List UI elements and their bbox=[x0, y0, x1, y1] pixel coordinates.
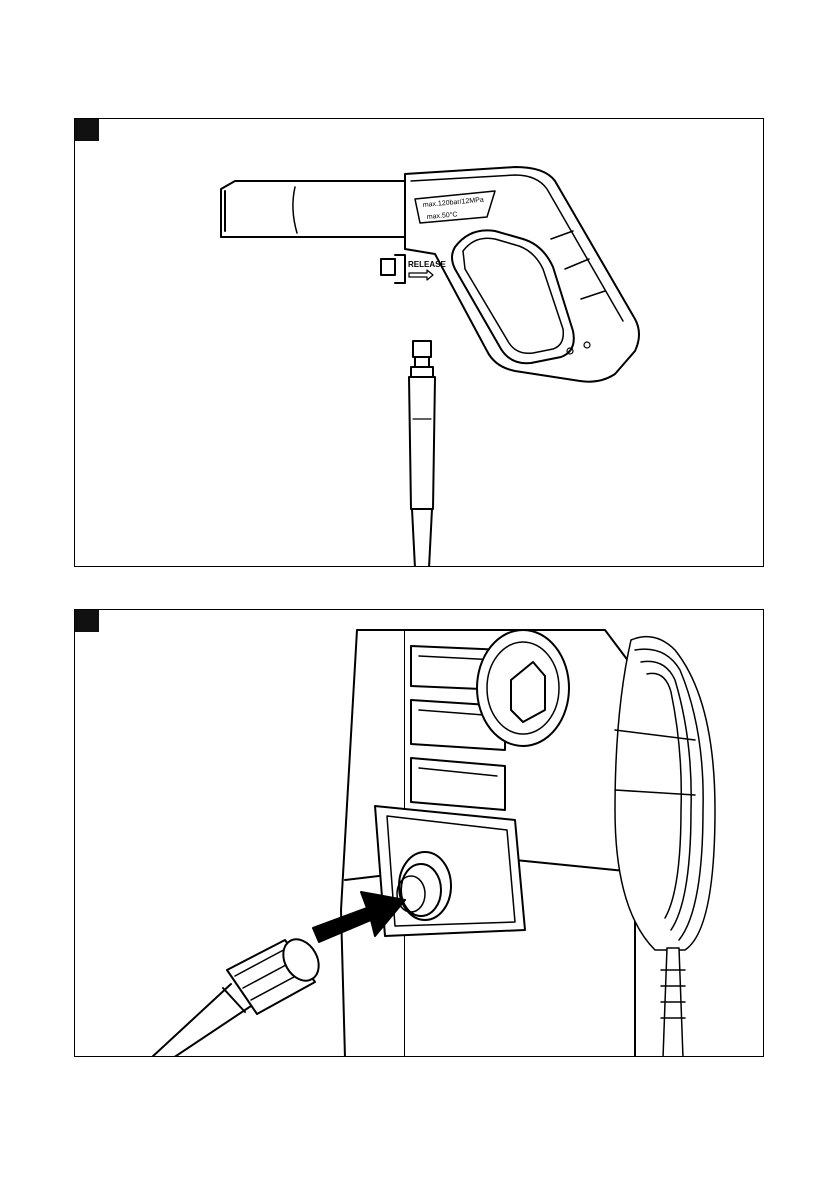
lance-tube bbox=[409, 377, 435, 509]
pressure-washer-illustration bbox=[75, 610, 764, 1057]
release-button bbox=[381, 259, 395, 275]
pressure-dial bbox=[477, 630, 569, 746]
lance-nozzle-tip bbox=[413, 341, 431, 357]
gun-holder bbox=[661, 948, 685, 1057]
figure-panel-2 bbox=[74, 609, 764, 1057]
hose bbox=[151, 984, 251, 1057]
hose-reel bbox=[615, 637, 715, 950]
spray-gun-illustration: max.120bar/12MPa max.50°C RELEASE bbox=[75, 119, 764, 567]
release-label: RELEASE bbox=[408, 260, 446, 269]
gun-barrel bbox=[221, 181, 405, 237]
hose-nut bbox=[227, 933, 326, 1014]
inlet-recess bbox=[375, 806, 525, 936]
figure-panel-1: max.120bar/12MPa max.50°C RELEASE bbox=[74, 118, 764, 567]
